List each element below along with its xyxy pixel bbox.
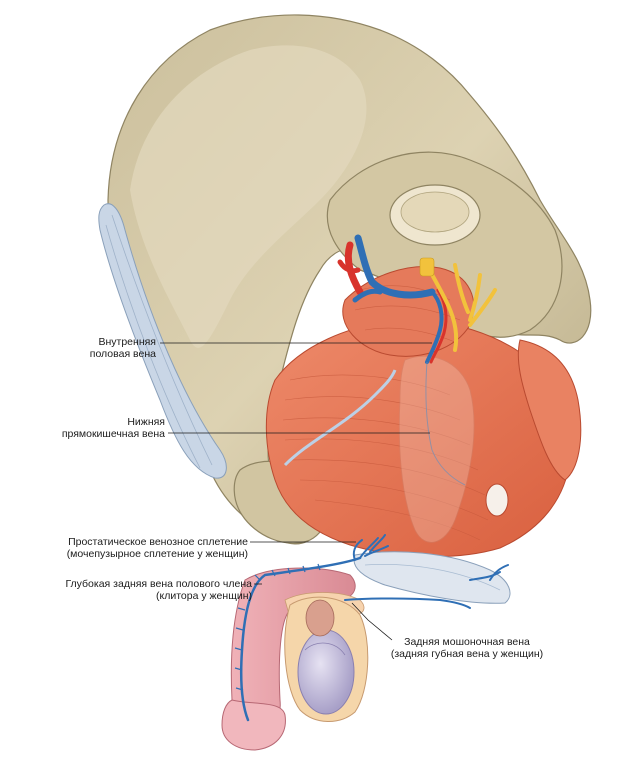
prostatic-venous-plexus: [352, 534, 389, 561]
internal-pudendal-vein: [425, 290, 444, 364]
label-line-2: (мочепузырное сплетение у женщин): [66, 548, 248, 560]
label-line-1: Задняя мошоночная вена: [404, 636, 530, 648]
iliac-fossa-shadow: [130, 45, 367, 348]
label-inferior-rectal-vein: Нижняя прямокишечная вена: [40, 416, 165, 440]
internal-pudendal-artery: [429, 288, 448, 364]
label-line-2: (клитора у женщин): [156, 590, 252, 602]
label-deep-dorsal-vein: Глубокая задняя вена полового члена (кли…: [4, 578, 252, 602]
label-line-2: половая вена: [89, 348, 156, 360]
label-line-2: прямокишечная вена: [61, 428, 165, 440]
sacral-plexus-nerves: [423, 260, 497, 352]
posterior-scrotal-vein: [344, 597, 471, 609]
label-line-1: Глубокая задняя вена полового члена: [65, 578, 252, 590]
glans: [221, 699, 286, 751]
label-internal-pudendal-vein: Внутренняя половая вена: [62, 336, 156, 360]
rectum-outline: [398, 355, 475, 543]
anal-opening: [485, 483, 509, 517]
label-posterior-scrotal-vein: Задняя мошоночная вена (задняя губная ве…: [372, 636, 562, 660]
leader-lines: [160, 342, 432, 641]
label-line-1: Нижняя: [127, 416, 165, 428]
label-line-2: (задняя губная вена у женщин): [390, 648, 544, 660]
lateral-muscle: [517, 339, 582, 481]
label-line-1: Внутренняя: [98, 336, 156, 348]
internal-iliac-vein: [354, 234, 436, 299]
label-line-1: Простатическое венозное сплетение: [68, 536, 248, 548]
label-prostatic-venous-plexus: Простатическое венозное сплетение (мочеп…: [10, 536, 248, 560]
deep-dorsal-vein: [240, 556, 362, 722]
testis: [297, 629, 355, 715]
inferior-rectal-vein: [425, 361, 466, 486]
sacrotuberous-ligament: [98, 203, 227, 479]
